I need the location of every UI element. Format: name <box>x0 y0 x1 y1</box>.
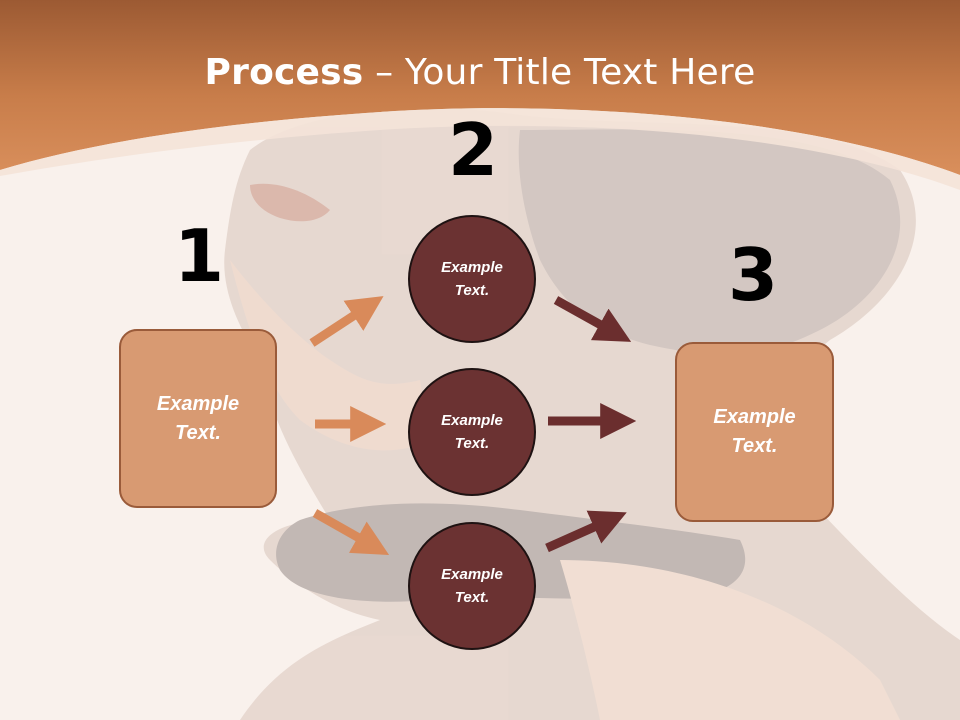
portrait-image <box>224 108 960 720</box>
title-separator: – <box>363 52 405 93</box>
step-2-label-middle: Example Text. <box>441 412 503 452</box>
arrow-1-to-2a <box>309 296 384 347</box>
arrow-2a-to-3 <box>553 296 632 342</box>
step-2-circle-bottom: Example Text. <box>408 522 536 650</box>
step-number-1: 1 <box>173 214 225 298</box>
title-rest: Your Title Text Here <box>404 52 756 93</box>
step-3-label: Example Text. <box>713 406 796 457</box>
arrow-2c-to-3 <box>545 510 627 553</box>
arrow-1-to-2c <box>312 509 390 555</box>
title-bold: Process <box>204 52 364 93</box>
step-2-circle-middle: Example Text. <box>408 368 536 496</box>
step-1-box: Example Text. <box>119 329 277 508</box>
slide-title: Process – Your Title Text Here <box>0 52 960 93</box>
step-2-label-top: Example Text. <box>441 259 503 299</box>
step-2-circle-top: Example Text. <box>408 215 536 343</box>
step-2-label-bottom: Example Text. <box>441 566 503 606</box>
header-band <box>0 0 960 175</box>
step-number-3: 3 <box>727 233 779 317</box>
step-3-box: Example Text. <box>675 342 834 522</box>
step-1-label: Example Text. <box>156 392 240 444</box>
step-number-2: 2 <box>447 108 499 192</box>
header-swoosh <box>0 108 960 190</box>
